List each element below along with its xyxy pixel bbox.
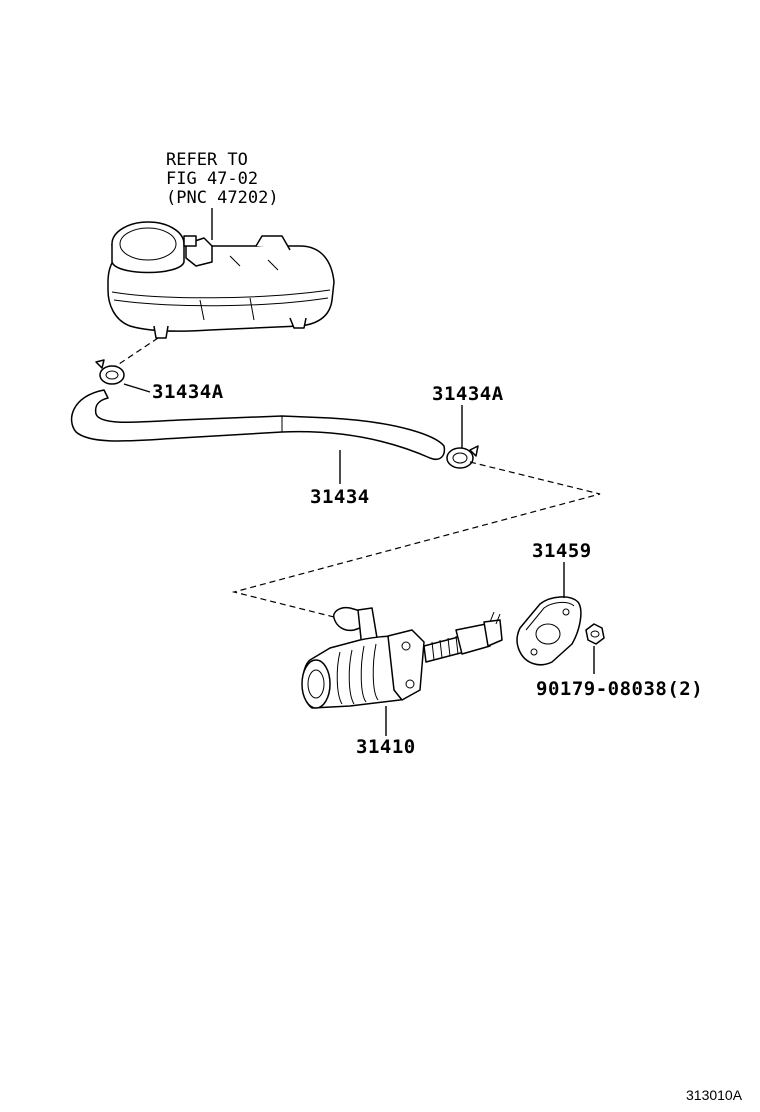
figure-number: 313010A bbox=[686, 1087, 743, 1103]
dashed-connection-top bbox=[109, 337, 159, 371]
nut-drawing bbox=[585, 623, 605, 645]
master-cylinder-drawing bbox=[301, 606, 503, 709]
callout-master-cylinder[interactable]: 31410 bbox=[356, 736, 416, 758]
clip-left-drawing bbox=[95, 359, 125, 385]
hose-drawing bbox=[70, 389, 446, 460]
callout-clip-left[interactable]: 31434A bbox=[152, 381, 224, 403]
clip-right-drawing bbox=[446, 445, 479, 469]
reference-note-line-2: FIG 47-02 bbox=[166, 169, 258, 189]
callout-clip-right[interactable]: 31434A bbox=[432, 383, 504, 405]
gasket-drawing bbox=[516, 596, 582, 666]
clip-left-leader bbox=[123, 383, 151, 393]
reference-note-line-1: REFER TO bbox=[166, 150, 248, 170]
dashed-connection-main bbox=[231, 461, 601, 619]
callout-hose[interactable]: 31434 bbox=[310, 486, 370, 508]
fluid-reservoir-drawing bbox=[107, 221, 335, 339]
callout-gasket[interactable]: 31459 bbox=[532, 540, 592, 562]
reference-note-line-3: (PNC 47202) bbox=[166, 188, 279, 208]
callout-nut[interactable]: 90179-08038(2) bbox=[536, 678, 703, 700]
